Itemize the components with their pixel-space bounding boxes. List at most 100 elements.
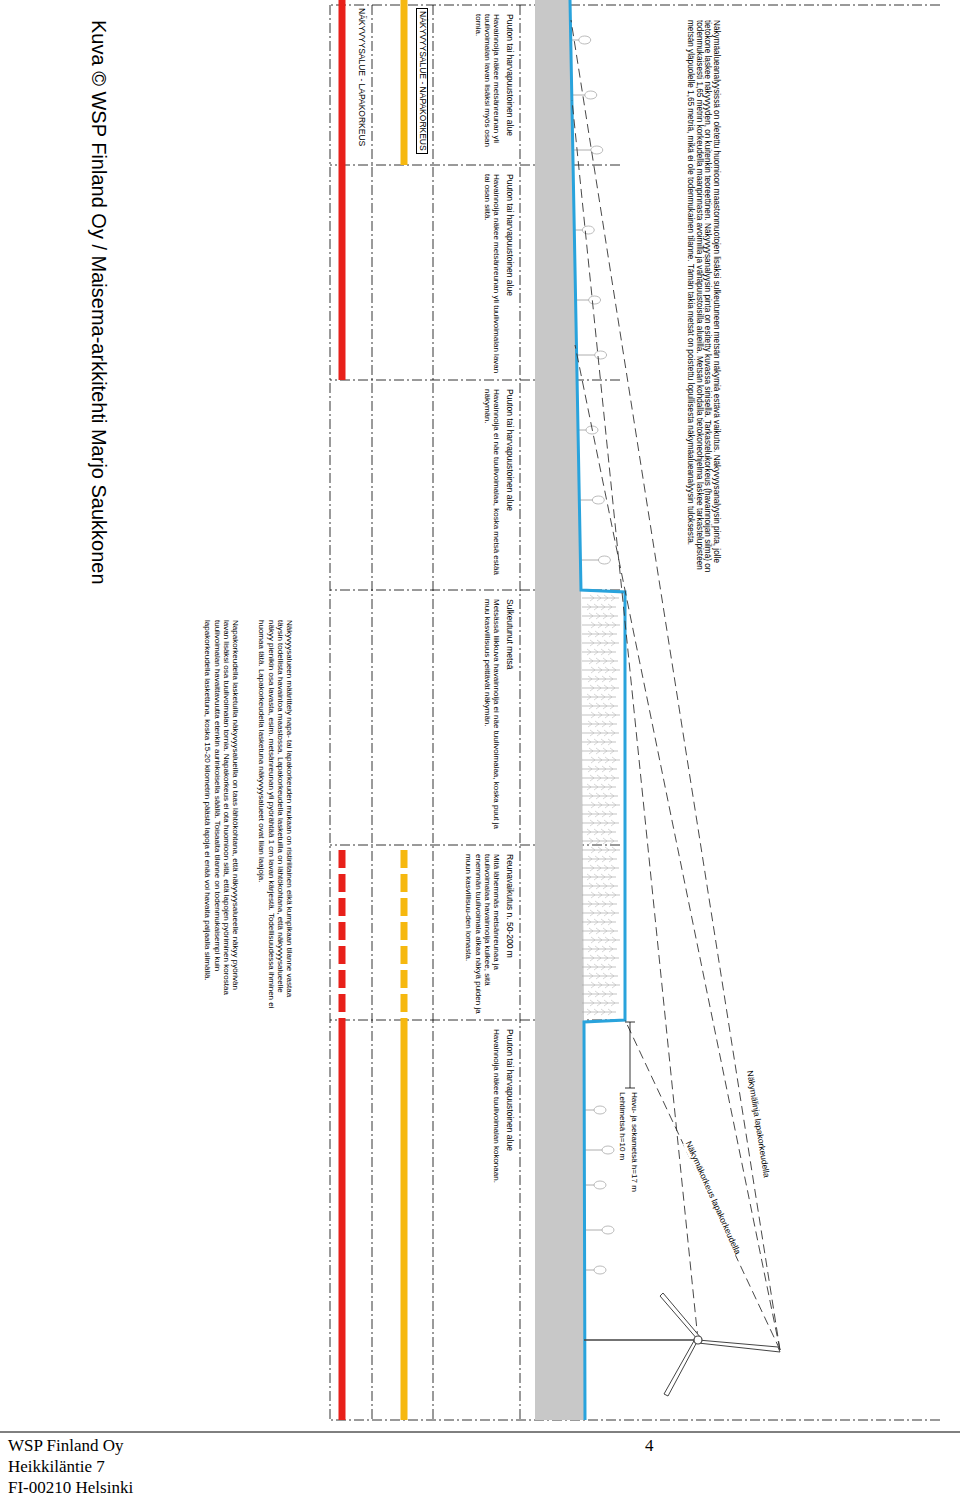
tree-stroke [597, 910, 601, 916]
tree-stroke [609, 856, 613, 862]
tree-stroke [589, 838, 593, 844]
tree-stroke [612, 757, 616, 763]
tree-stroke [591, 802, 595, 808]
tree-stroke [588, 811, 592, 817]
tree-stroke [587, 784, 591, 790]
tree-stroke [582, 922, 616, 923]
tree-stroke [590, 595, 594, 601]
tree-stroke [601, 919, 605, 925]
tree-stroke [587, 829, 591, 835]
tree-stroke [611, 685, 615, 691]
tree-stroke [609, 631, 613, 637]
tree-stroke [610, 703, 614, 709]
tree-stroke [591, 622, 595, 628]
tree-stroke [582, 742, 616, 743]
tree-stroke [604, 910, 608, 916]
tree-stroke [590, 685, 594, 691]
tree-stroke [587, 964, 591, 970]
tree-stroke [601, 964, 605, 970]
tree-stroke [604, 775, 608, 781]
tree-stroke [601, 1009, 605, 1015]
tree-stroke [582, 787, 616, 788]
zone-title: Reunavaikutus n. 50-200 m [504, 854, 514, 1014]
row-label: NÄKYVYYSALUE - LAPAKORKEUS [356, 8, 366, 146]
tree-stroke [595, 766, 599, 772]
visibility-bars [342, 0, 404, 1420]
zone-text: Metsässä liikkuva havainnoija ei näe tuu… [483, 599, 501, 839]
tree-stroke [612, 937, 616, 943]
tree-stroke [603, 973, 607, 979]
tree-stroke [582, 715, 620, 716]
tree-stroke [612, 667, 616, 673]
footer-address: Heikkiläntie 7 [8, 1457, 105, 1477]
tree-stroke [595, 631, 599, 637]
tree-stroke [612, 802, 616, 808]
tree-stroke [594, 964, 598, 970]
tree-stroke [603, 838, 607, 844]
tree-stroke [603, 613, 607, 619]
tree-stroke [608, 604, 612, 610]
tree-stroke [603, 703, 607, 709]
zone-title: Sulkeutunut metsä [504, 599, 514, 839]
tree-stroke [602, 766, 606, 772]
tree-stroke [587, 1009, 591, 1015]
tree-stroke [579, 36, 591, 44]
tree-stroke [590, 910, 594, 916]
tree-stroke [582, 805, 620, 806]
tree-stroke [601, 649, 605, 655]
tree-stroke [582, 607, 616, 608]
tree-stroke [610, 613, 614, 619]
tree-stroke [598, 667, 602, 673]
tree-stroke [596, 658, 600, 664]
tree-stroke [594, 1106, 606, 1114]
dimension-label: Havu- ja sekametsä h=17 m [630, 1092, 639, 1192]
tree-stroke [602, 721, 606, 727]
tree-stroke [597, 685, 601, 691]
tree-stroke [602, 1146, 614, 1154]
tree-stroke [595, 991, 599, 997]
terrain-band [535, 0, 585, 1420]
tree-stroke [610, 658, 614, 664]
tree-stroke [598, 802, 602, 808]
tree-stroke [597, 775, 601, 781]
tree-stroke [609, 676, 613, 682]
tree-stroke [611, 775, 615, 781]
tree-stroke [612, 622, 616, 628]
tree-stroke [594, 919, 598, 925]
tree-stroke [590, 775, 594, 781]
tree-stroke [605, 757, 609, 763]
tree-stroke [590, 865, 594, 871]
tree-stroke [598, 847, 602, 853]
tree-stroke [598, 982, 602, 988]
tree-stroke [595, 351, 607, 359]
tree-stroke [594, 1266, 606, 1274]
tree-stroke [582, 226, 594, 234]
tree-stroke [595, 901, 599, 907]
tree-stroke [587, 739, 591, 745]
zone-text: Havainnoija näkee tuulivoimalan kokonaan… [492, 1029, 501, 1414]
tree-stroke [591, 982, 595, 988]
tree-stroke [605, 937, 609, 943]
tree-stroke [591, 712, 595, 718]
tree-stroke [595, 676, 599, 682]
tree-stroke [601, 829, 605, 835]
tree-stroke [611, 955, 615, 961]
zone-text: Havainnoija ei näe tuulivoimalaa, koska … [483, 389, 501, 584]
tree-stroke [602, 991, 606, 997]
tree-stroke [602, 901, 606, 907]
cross-section [0, 0, 960, 1430]
tree-stroke [594, 874, 598, 880]
tree-stroke [582, 652, 616, 653]
tree-stroke [589, 928, 593, 934]
note-text: Näkyvyysalueen määrittely napa- tai lapa… [257, 620, 294, 1010]
trees [571, 36, 620, 1274]
tree-stroke [605, 802, 609, 808]
tree-stroke [582, 670, 620, 671]
tree-stroke [610, 973, 614, 979]
tree-stroke [582, 850, 620, 851]
tree-stroke [588, 901, 592, 907]
tree-stroke [598, 892, 602, 898]
tree-stroke [582, 877, 616, 878]
tree-stroke [588, 631, 592, 637]
tree-stroke [601, 604, 605, 610]
